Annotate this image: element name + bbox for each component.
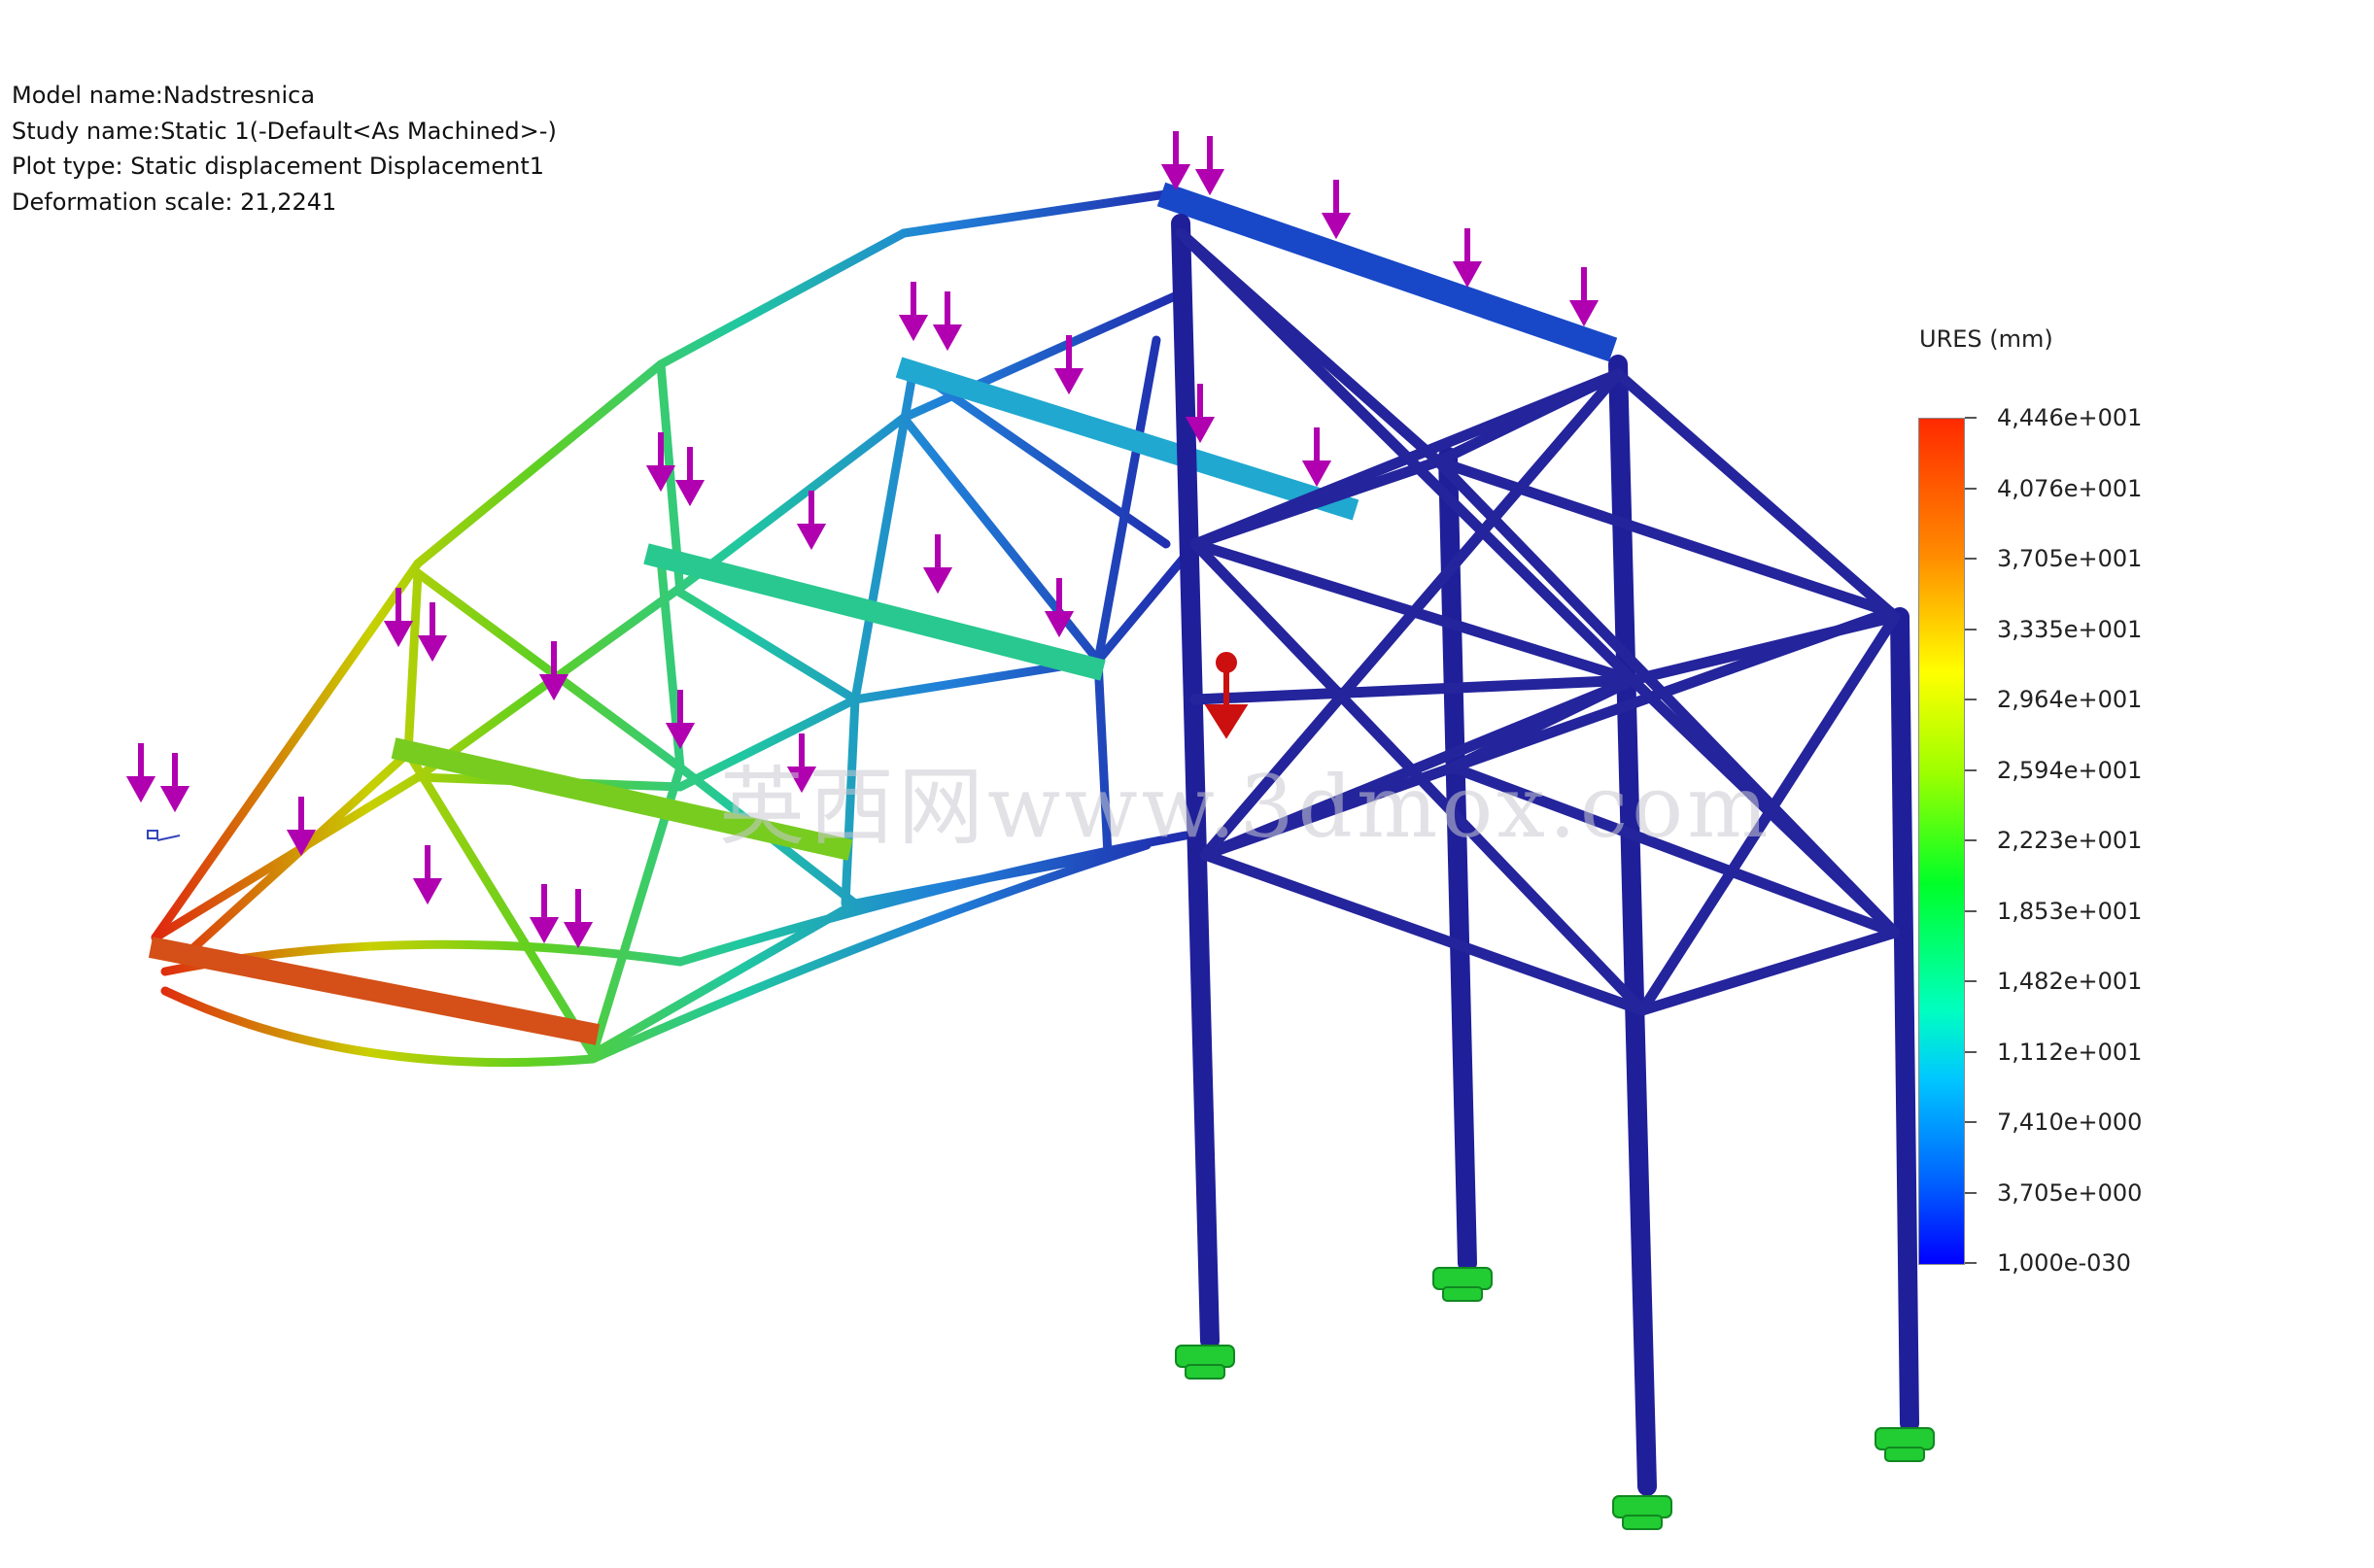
load-arrow-icon bbox=[665, 690, 696, 750]
fixed-support-icon bbox=[1875, 1427, 1935, 1462]
load-arrow-icon bbox=[383, 588, 414, 648]
legend-label: 3,335e+001 bbox=[1997, 615, 2143, 643]
load-arrow-icon bbox=[417, 602, 448, 663]
legend-tick bbox=[1965, 909, 1977, 912]
legend-tick bbox=[1965, 768, 1977, 771]
remote-load-icon bbox=[1204, 652, 1249, 739]
load-arrow-icon bbox=[1452, 228, 1483, 289]
load-arrow-icon bbox=[786, 733, 817, 794]
fixtures bbox=[1175, 1267, 1935, 1530]
load-arrow-icon bbox=[1301, 427, 1332, 488]
fixed-support-icon bbox=[1175, 1345, 1235, 1380]
load-arrow-icon bbox=[1185, 384, 1216, 444]
legend-tick bbox=[1965, 558, 1977, 560]
legend-label: 1,000e-030 bbox=[1997, 1249, 2131, 1277]
legend-tick bbox=[1965, 1121, 1977, 1123]
legend-label: 2,223e+001 bbox=[1997, 827, 2143, 854]
load-arrow-icon bbox=[674, 447, 705, 507]
load-arrow-icon bbox=[1568, 267, 1600, 327]
legend-label: 1,853e+001 bbox=[1997, 897, 2143, 925]
load-arrows bbox=[125, 131, 1600, 949]
support-frame bbox=[1171, 214, 1919, 1496]
frame-bracing bbox=[1175, 227, 1901, 1016]
load-arrow-icon bbox=[1053, 335, 1084, 395]
model-name: Model name:Nadstresnica bbox=[12, 82, 316, 109]
purlin-beams bbox=[148, 182, 1618, 1045]
load-arrow-icon bbox=[922, 534, 953, 595]
plot-type: Plot type: Static displacement Displacem… bbox=[12, 153, 545, 180]
cantilever-truss bbox=[151, 189, 1200, 1068]
legend-tick bbox=[1965, 1262, 1977, 1264]
load-arrow-icon bbox=[1321, 180, 1352, 240]
load-arrow-icon bbox=[796, 491, 827, 551]
legend-title: URES (mm) bbox=[1919, 325, 2053, 353]
legend-tick bbox=[1965, 1050, 1977, 1053]
study-name: Study name:Static 1(-Default<As Machined… bbox=[12, 117, 557, 145]
legend-label: 2,964e+001 bbox=[1997, 686, 2143, 713]
legend-tick bbox=[1965, 628, 1977, 631]
legend-label: 3,705e+000 bbox=[1997, 1178, 2143, 1207]
load-arrow-icon bbox=[1160, 131, 1191, 191]
legend-label: 1,482e+001 bbox=[1997, 968, 2143, 995]
legend-label: 7,410e+000 bbox=[1997, 1108, 2143, 1136]
load-arrow-icon bbox=[645, 432, 676, 493]
load-arrow-icon bbox=[563, 889, 594, 949]
legend-label: 1,112e+001 bbox=[1997, 1038, 2143, 1066]
load-arrow-icon bbox=[125, 743, 156, 803]
legend-tick bbox=[1965, 417, 1977, 419]
color-scale-bar bbox=[1918, 418, 1965, 1265]
load-arrow-icon bbox=[286, 797, 317, 857]
load-arrow-icon bbox=[412, 845, 443, 905]
fixed-support-icon bbox=[1432, 1267, 1493, 1302]
deformation-scale: Deformation scale: 21,2241 bbox=[12, 187, 337, 216]
load-arrow-icon bbox=[159, 753, 190, 813]
legend-label: 4,076e+001 bbox=[1997, 474, 2143, 502]
legend-tick bbox=[1965, 980, 1977, 982]
legend-label: 3,705e+001 bbox=[1997, 545, 2143, 572]
legend-tick bbox=[1965, 487, 1977, 490]
model-info-panel: Model name:Nadstresnica Study name:Stati… bbox=[12, 78, 557, 220]
legend-tick bbox=[1965, 839, 1977, 841]
fixed-support-icon bbox=[1612, 1495, 1672, 1530]
legend-label: 4,446e+001 bbox=[1997, 404, 2143, 431]
legend-tick bbox=[1965, 1191, 1977, 1194]
load-arrow-icon bbox=[538, 641, 569, 701]
legend-label: 2,594e+001 bbox=[1997, 756, 2143, 784]
load-arrow-icon bbox=[898, 282, 929, 342]
coordinate-triad-icon bbox=[147, 830, 181, 841]
load-arrow-icon bbox=[529, 884, 560, 944]
load-arrow-icon bbox=[1044, 578, 1075, 638]
load-arrow-icon bbox=[932, 291, 963, 352]
load-arrow-icon bbox=[1194, 136, 1225, 196]
legend-tick bbox=[1965, 699, 1977, 700]
